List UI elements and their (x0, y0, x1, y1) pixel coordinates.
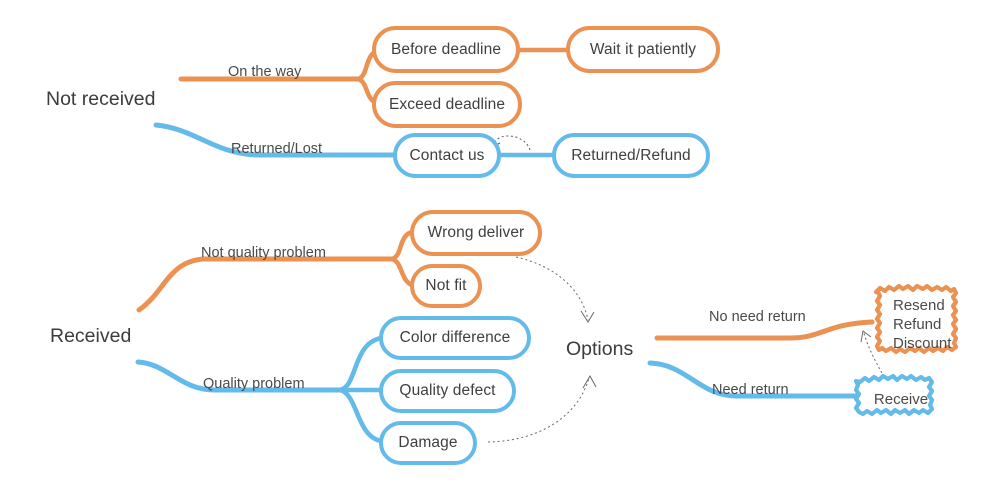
root-label-not-received: Not received (46, 88, 156, 110)
node-label-wait-it-patiently: Wait it patiently (589, 40, 697, 58)
root-label-received: Received (50, 325, 132, 347)
node-returned-refund[interactable]: Returned/Refund (552, 133, 710, 178)
node-quality-defect[interactable]: Quality defect (379, 369, 516, 413)
node-color-difference[interactable]: Color difference (379, 316, 531, 360)
node-wrong-deliver[interactable]: Wrong deliver (410, 210, 542, 256)
node-before-deadline[interactable]: Before deadline (372, 26, 520, 73)
node-contact-us[interactable]: Contact us (393, 133, 501, 178)
node-exceed-deadline[interactable]: Exceed deadline (372, 81, 522, 128)
edge-label-need-return-text: Need return (712, 382, 789, 398)
flow-arrow-head-damage (582, 374, 597, 389)
hub-node-options[interactable]: Options (566, 338, 633, 361)
fork-color-difference (337, 335, 384, 393)
edge-label-returned-lost: Returned/Lost (231, 141, 322, 157)
node-label-not-fit: Not fit (425, 277, 467, 294)
edge-label-quality-problem-text: Quality problem (203, 376, 305, 392)
edge-label-need-return: Need return (712, 382, 789, 398)
edge-label-not-quality-problem-text: Not quality problem (201, 245, 326, 261)
edge-label-returned-lost-text: Returned/Lost (231, 141, 323, 157)
node-label-quality-defect: Quality defect (399, 382, 496, 399)
node-label-damage: Damage (398, 434, 458, 451)
node-receive[interactable]: Receive (865, 381, 937, 417)
flow-arrow-head-wrong-deliver (580, 310, 595, 323)
node-label-exceed-deadline: Exceed deadline (388, 95, 506, 113)
node-not-fit[interactable]: Not fit (410, 264, 482, 308)
edge-label-on-the-way-text: On the way (228, 64, 302, 80)
edge-label-not-quality-problem: Not quality problem (201, 245, 326, 261)
node-label-returned-refund: Returned/Refund (571, 146, 691, 164)
node-label-receive: Receive (873, 390, 929, 408)
edge-label-on-the-way: On the way (228, 64, 301, 80)
node-wait-it-patiently[interactable]: Wait it patiently (566, 26, 720, 73)
root-node-received[interactable]: Received (50, 325, 131, 348)
node-damage[interactable]: Damage (379, 421, 477, 465)
node-label-contact-us: Contact us (409, 146, 485, 164)
edge-label-no-need-return-text: No need return (709, 309, 806, 325)
node-label-wrong-deliver: Wrong deliver (427, 224, 525, 241)
node-label-discount: Discount (893, 334, 952, 352)
feedback-arrow-receive-to-resend (863, 332, 885, 378)
node-label-before-deadline: Before deadline (390, 40, 502, 58)
edge-label-no-need-return: No need return (709, 309, 806, 325)
hub-label-options: Options (566, 338, 634, 360)
node-label-color-difference: Color difference (399, 329, 511, 346)
fork-damage (337, 387, 384, 444)
fork-wrong-deliver (389, 229, 415, 262)
node-resend-refund-discount[interactable]: Resend Refund Discount (893, 289, 973, 359)
node-label-resend: Resend (893, 296, 945, 314)
branch-not-quality-problem (136, 256, 395, 313)
root-node-not-received[interactable]: Not received (46, 88, 155, 111)
feedback-arrow-head-2 (860, 330, 872, 343)
node-label-refund: Refund (893, 315, 942, 333)
edge-label-quality-problem: Quality problem (203, 376, 305, 392)
flow-arrow-wrong-deliver-to-options (515, 256, 589, 321)
